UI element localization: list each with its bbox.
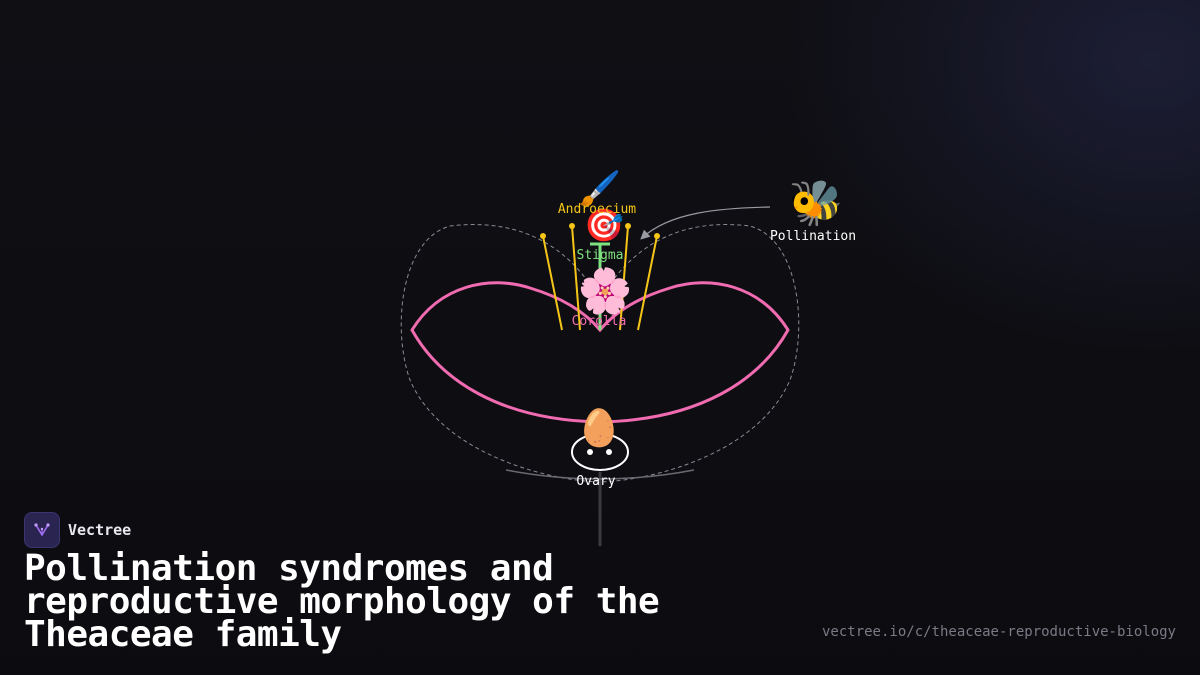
anther-dot xyxy=(625,223,631,229)
ovule-dot xyxy=(606,449,612,455)
stamen-filament xyxy=(619,225,629,331)
corolla-outline xyxy=(410,281,790,424)
bee-icon: 🐝 xyxy=(789,178,844,229)
stamen-filament xyxy=(542,235,563,331)
androecium-label: Androecium xyxy=(558,202,636,217)
anther-dot xyxy=(654,233,660,239)
ovary-label: Ovary xyxy=(576,474,615,489)
paintbrush-icon: 🖌️ xyxy=(579,169,621,209)
androecium-stamens xyxy=(542,225,658,331)
corolla-label: Corolla xyxy=(572,314,627,329)
page-title: Pollination syndromes and reproductive m… xyxy=(24,548,660,655)
stamen-filament xyxy=(637,235,658,331)
anther-dot xyxy=(540,233,546,239)
egg-icon: 🥚 xyxy=(577,407,622,449)
brand: Vectree xyxy=(24,512,131,548)
ovule-dot xyxy=(587,449,593,455)
receptacle-arc xyxy=(505,469,695,480)
source-url[interactable]: vectree.io/c/theaceae-reproductive-biolo… xyxy=(821,624,1176,640)
pollination-arrow xyxy=(640,206,771,240)
target-icon: 🎯 xyxy=(584,206,624,244)
blossom-icon: 🌸 xyxy=(578,266,633,317)
stigma-label: Stigma xyxy=(577,248,624,263)
anther-dot xyxy=(569,223,575,229)
brand-name: Vectree xyxy=(68,521,132,539)
vectree-logo-icon xyxy=(24,512,60,548)
ovary-shape xyxy=(571,433,629,471)
dashed-outline xyxy=(400,224,800,483)
pollination-label: Pollination xyxy=(770,229,856,244)
stamen-filament xyxy=(571,225,581,331)
stamen-anthers xyxy=(540,223,660,239)
